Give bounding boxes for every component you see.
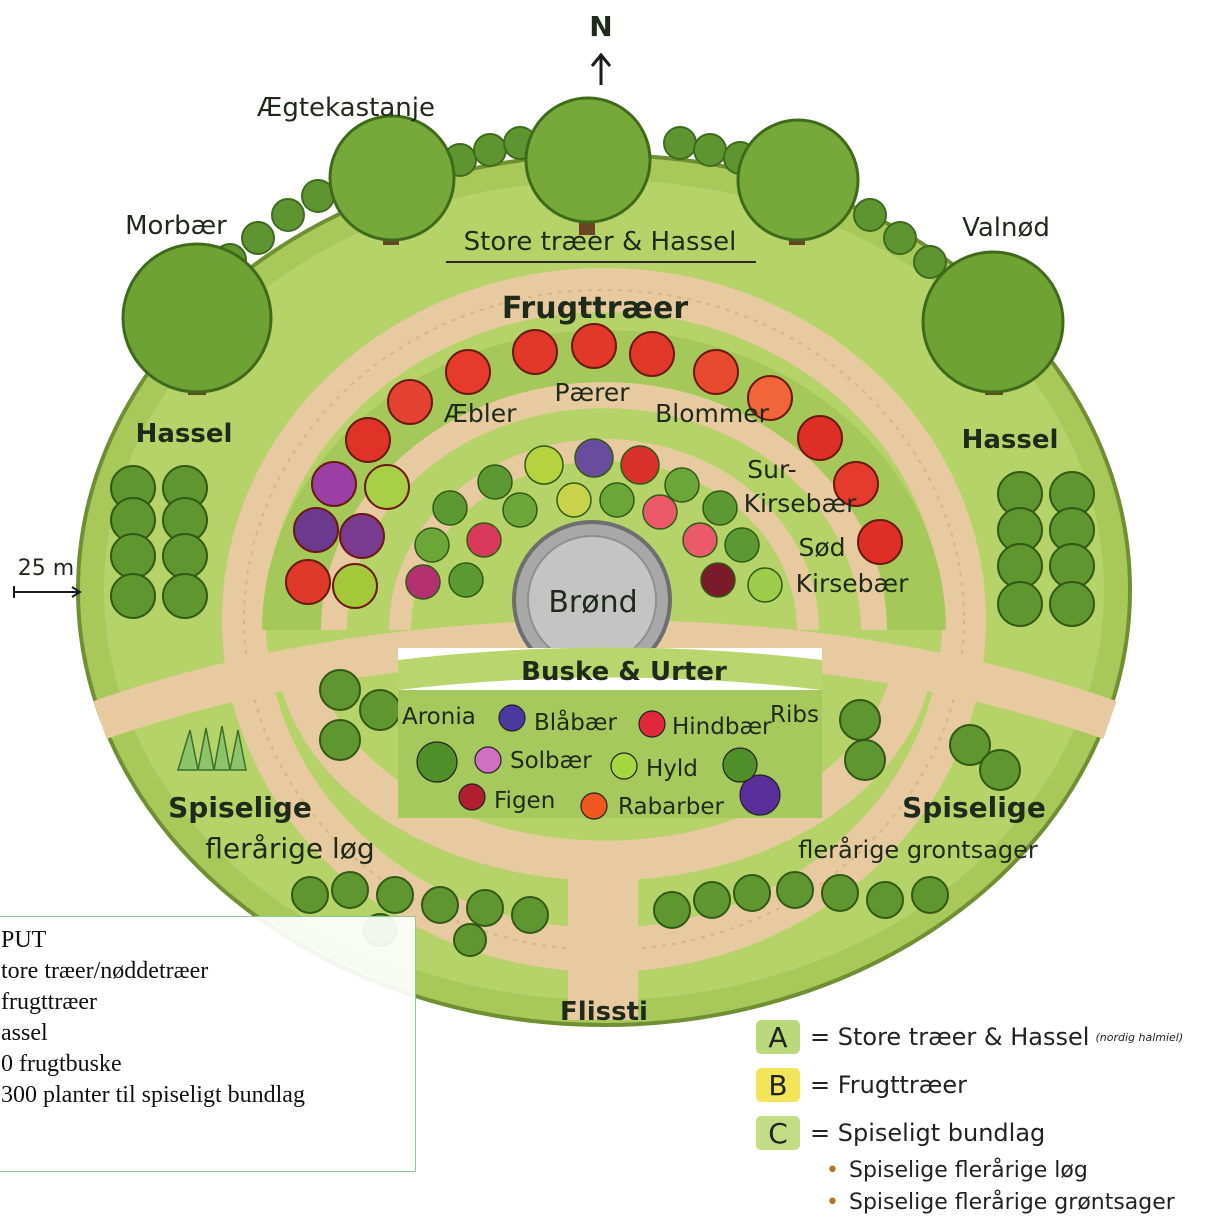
- legend-key-c: C: [756, 1116, 800, 1150]
- label-spiselige-right-2: flerårige grontsager: [798, 835, 1038, 864]
- label-morbaer: Morbær: [125, 211, 227, 241]
- tree-morbaer: [123, 244, 271, 395]
- legend-row-a: A = Store træer & Hassel (nordig halmiel…: [756, 1018, 1183, 1056]
- input-line: 300 planter til spiseligt bundlag: [1, 1080, 415, 1111]
- input-line: PUT: [1, 925, 415, 956]
- label-solbaer: Solbær: [510, 748, 592, 774]
- label-aronia: Aronia: [402, 704, 476, 730]
- legend-note-a: (nordig halmiel): [1095, 1031, 1183, 1044]
- input-line: assel: [1, 1018, 415, 1049]
- label-figen: Figen: [494, 788, 555, 814]
- label-sodkirsebaer-1: Sød: [798, 533, 845, 562]
- compass-arrow-icon: [592, 55, 610, 85]
- input-line: frugttræer: [1, 987, 415, 1018]
- label-flissti: Flissti: [560, 997, 648, 1027]
- legend-row-c: C = Spiseligt bundlag: [756, 1114, 1045, 1152]
- label-hassel-left: Hassel: [136, 419, 233, 449]
- legend-key-a: A: [756, 1020, 800, 1054]
- label-sodkirsebaer-2: Kirsebær: [796, 569, 909, 598]
- bullet-icon: •: [826, 1158, 839, 1183]
- legend-sub-2: •Spiselige flerårige grøntsager: [826, 1190, 1175, 1215]
- label-spiselige-left-2: flerårige løg: [205, 832, 374, 865]
- input-summary-box: PUT tore træer/nøddetræer frugttræer ass…: [0, 916, 416, 1172]
- label-aegtekastanje: Ægtekastanje: [257, 93, 435, 123]
- legend-key-b: B: [756, 1068, 800, 1102]
- legend: A = Store træer & Hassel (nordig halmiel…: [756, 1018, 1216, 1223]
- label-hassel-right: Hassel: [962, 425, 1059, 455]
- label-paerer: Pærer: [554, 378, 630, 407]
- label-valnod: Valnød: [962, 213, 1050, 243]
- label-blommer: Blommer: [655, 399, 769, 428]
- label-hindbaer: Hindbær: [672, 714, 772, 740]
- bullet-icon: •: [826, 1190, 839, 1215]
- label-surkirsebaer-2: Kirsebær: [744, 489, 857, 518]
- scale-label: 25 m: [18, 556, 74, 581]
- label-blabaer: Blåbær: [534, 708, 617, 736]
- legend-text-a: = Store træer & Hassel: [810, 1023, 1089, 1051]
- scale-arrow-icon: [14, 586, 80, 598]
- label-spiselige-left-1: Spiselige: [168, 791, 312, 824]
- input-line: 0 frugtbuske: [1, 1049, 415, 1080]
- label-ribs: Ribs: [770, 702, 819, 728]
- label-hyld: Hyld: [646, 756, 698, 782]
- label-spiselige-right-1: Spiselige: [902, 791, 1046, 824]
- legend-text-c: = Spiseligt bundlag: [810, 1119, 1045, 1147]
- tree-valnod: [923, 252, 1063, 395]
- compass-letter: N: [589, 10, 612, 43]
- input-line: tore træer/nøddetræer: [1, 956, 415, 987]
- label-buske-urter: Buske & Urter: [521, 657, 727, 687]
- legend-text-b: = Frugttræer: [810, 1071, 967, 1099]
- legend-sub-1: •Spiselige flerårige løg: [826, 1158, 1088, 1183]
- label-store-traeer: Store træer & Hassel: [464, 227, 737, 257]
- label-brond: Brønd: [548, 585, 637, 620]
- legend-row-b: B = Frugttræer: [756, 1066, 967, 1104]
- flissti-path: [568, 850, 638, 1020]
- label-aebler: Æbler: [444, 399, 518, 428]
- label-frugttraeer: Frugttræer: [502, 291, 688, 326]
- label-rabarber: Rabarber: [618, 794, 724, 820]
- label-surkirsebaer-1: Sur-: [747, 455, 796, 484]
